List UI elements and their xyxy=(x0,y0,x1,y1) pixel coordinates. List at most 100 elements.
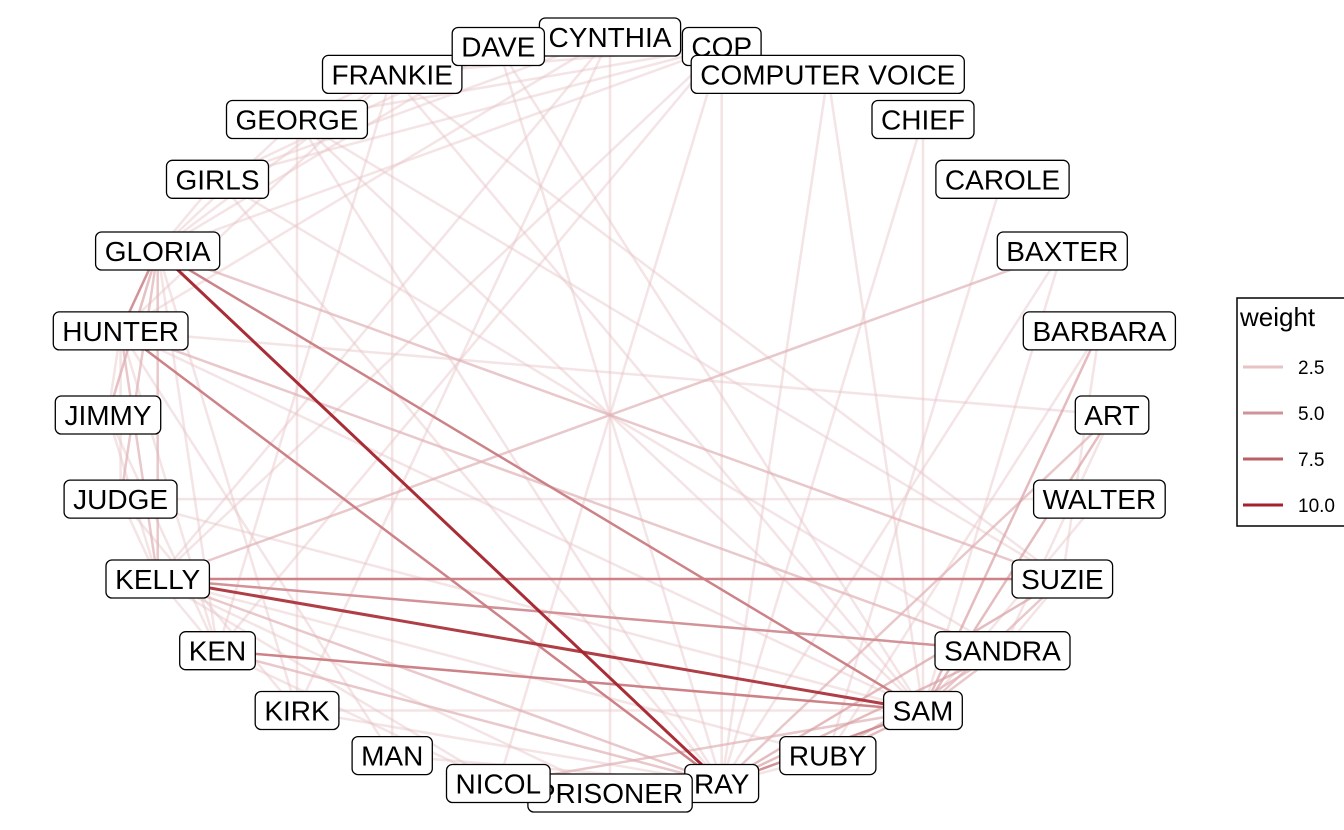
edge-sandra-ray xyxy=(721,649,1004,785)
node-box xyxy=(882,690,963,731)
node-box xyxy=(1032,479,1166,519)
edge-kelly-sam xyxy=(157,577,924,712)
edge-judge-sam xyxy=(120,497,924,712)
node-box xyxy=(165,159,270,199)
node-man: MAN xyxy=(351,735,433,776)
node-prisoner: PRISONER xyxy=(527,773,693,813)
legend: weight 2.5 5.0 7.5 10.0 xyxy=(1236,297,1344,527)
edge-gloria-sam xyxy=(157,249,924,712)
node-jimmy: JIMMY xyxy=(54,395,162,435)
node-baxter: BAXTER xyxy=(996,231,1128,271)
node-box xyxy=(63,479,178,519)
node-box xyxy=(690,54,965,95)
legend-title: weight xyxy=(1239,302,1316,332)
node-box xyxy=(54,395,162,435)
node-girls: GIRLS xyxy=(165,159,270,199)
node-dave: DAVE xyxy=(451,26,546,67)
node-label: WALTER xyxy=(1043,484,1157,515)
node-barbara: BARBARA xyxy=(1022,311,1177,351)
node-sandra: SANDRA xyxy=(934,631,1071,671)
node-ruby: RUBY xyxy=(779,735,877,776)
node-box xyxy=(996,231,1128,271)
node-label: ART xyxy=(1084,400,1140,431)
edge-ken-sam xyxy=(217,649,924,712)
edge-suzie-ray xyxy=(721,577,1063,785)
edge-kirk-ray xyxy=(296,709,722,785)
edge-ruby-carole xyxy=(826,178,1004,756)
edge-suzie-barbara xyxy=(1061,330,1101,580)
edge-judge-gloria xyxy=(119,250,159,500)
node-label: BARBARA xyxy=(1032,316,1166,347)
node-label: GIRLS xyxy=(175,164,259,195)
node-ray: RAY xyxy=(684,763,760,804)
node-carole: CAROLE xyxy=(935,159,1070,199)
node-box xyxy=(254,690,340,731)
node-nicol: NICOL xyxy=(445,763,551,804)
edge-hunter-sam xyxy=(120,329,924,712)
node-judge: JUDGE xyxy=(63,479,178,519)
node-label: CAROLE xyxy=(945,164,1060,195)
node-label: COMPUTER VOICE xyxy=(700,59,955,90)
node-label: CHIEF xyxy=(881,105,965,136)
edge-ken-cop xyxy=(216,45,723,652)
node-ken: KEN xyxy=(179,631,256,671)
node-box xyxy=(451,26,546,67)
node-label: SAM xyxy=(893,696,954,727)
node-label: GLORIA xyxy=(105,236,211,267)
legend-label-1: 5.0 xyxy=(1298,404,1324,425)
node-label: KELLY xyxy=(115,564,200,595)
legend-label-0: 2.5 xyxy=(1298,358,1324,379)
node-box xyxy=(935,159,1070,199)
node-art: ART xyxy=(1074,395,1150,435)
edge-ken-nicol xyxy=(216,649,499,785)
node-kelly: KELLY xyxy=(105,559,211,599)
node-computer-voice: COMPUTER VOICE xyxy=(690,54,965,95)
node-label: JIMMY xyxy=(64,400,151,431)
legend-entries: 2.5 5.0 7.5 10.0 xyxy=(1243,358,1335,517)
edge-hunter-ray xyxy=(119,329,723,785)
edge-kelly-ruby xyxy=(157,577,829,757)
edge-hunter-cynthia xyxy=(119,35,611,332)
node-label: CYNTHIA xyxy=(549,22,672,53)
edge-frankie-suzie xyxy=(391,73,1064,580)
node-hunter: HUNTER xyxy=(52,311,189,351)
node-kirk: KIRK xyxy=(254,690,340,731)
node-label: DAVE xyxy=(461,32,535,63)
node-box xyxy=(321,54,463,95)
edge-ken-ray xyxy=(217,649,723,785)
edge-kelly-nicol xyxy=(157,577,499,785)
edge-hunter-sandra xyxy=(120,329,1003,652)
edge-sam-computer-voice xyxy=(826,74,925,711)
node-label: SANDRA xyxy=(944,636,1061,667)
edge-gloria-cop xyxy=(157,45,723,253)
edge-george-suzie xyxy=(296,118,1063,581)
edge-kelly-prisoner xyxy=(157,577,611,795)
node-label: HUNTER xyxy=(62,316,179,347)
node-box xyxy=(1022,311,1177,351)
edge-gloria-suzie xyxy=(157,249,1063,581)
node-george: GEORGE xyxy=(225,99,369,140)
legend-label-2: 7.5 xyxy=(1298,450,1324,471)
node-box xyxy=(105,559,211,599)
edge-ken-frankie xyxy=(216,74,394,652)
node-label: RAY xyxy=(694,769,750,800)
node-label: PRISONER xyxy=(537,778,683,809)
node-frankie: FRANKIE xyxy=(321,54,463,95)
node-sam: SAM xyxy=(882,690,963,731)
edge-hunter-art xyxy=(120,329,1113,417)
node-box xyxy=(871,99,975,140)
node-box xyxy=(52,311,189,351)
node-label: MAN xyxy=(361,741,423,772)
edge-ray-computer-voice xyxy=(720,74,830,784)
edge-kelly-cop xyxy=(156,45,723,580)
edge-kirk-cynthia xyxy=(295,36,612,712)
node-label: SUZIE xyxy=(1021,564,1103,595)
edge-kelly-cynthia xyxy=(156,36,611,580)
node-box xyxy=(1011,559,1114,599)
edge-gloria-ray xyxy=(156,249,723,785)
edge-sandra-art xyxy=(1001,414,1114,652)
node-box xyxy=(179,631,256,671)
legend-label-3: 10.0 xyxy=(1298,496,1335,517)
node-label: NICOL xyxy=(456,769,542,800)
